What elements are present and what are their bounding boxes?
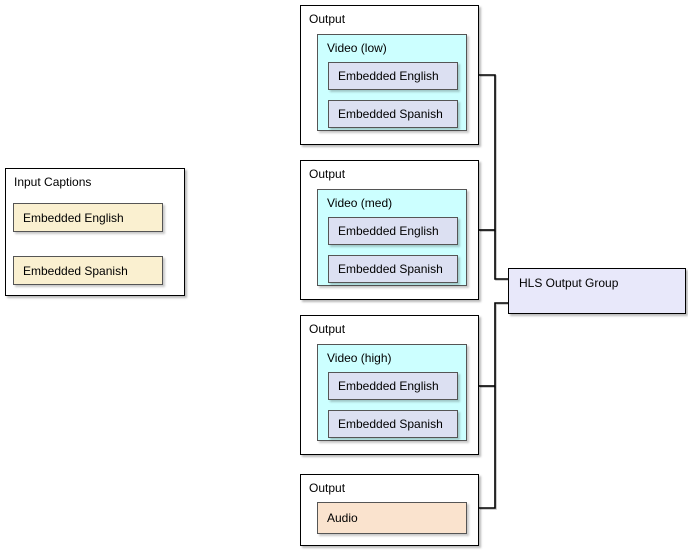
caption-item-embedded-english: Embedded English bbox=[328, 217, 458, 245]
input-captions-group: Input Captions Embedded English Embedded… bbox=[5, 168, 185, 296]
caption-item-embedded-spanish: Embedded Spanish bbox=[328, 410, 458, 438]
hls-output-group-box: HLS Output Group bbox=[508, 268, 686, 314]
video-med-label: Video (med) bbox=[327, 196, 393, 210]
audio-stream: Audio bbox=[317, 502, 467, 534]
video-med-stream: Video (med) Embedded English Embedded Sp… bbox=[317, 189, 467, 286]
video-high-stream: Video (high) Embedded English Embedded S… bbox=[317, 344, 467, 441]
video-low-label: Video (low) bbox=[327, 41, 387, 55]
caption-item-embedded-spanish: Embedded Spanish bbox=[328, 100, 458, 128]
connector-audio-to-hls bbox=[479, 302, 508, 509]
output-box-video-med: Output Video (med) Embedded English Embe… bbox=[300, 160, 479, 300]
output-box-video-high: Output Video (high) Embedded English Emb… bbox=[300, 315, 479, 455]
input-caption-embedded-spanish: Embedded Spanish bbox=[13, 256, 163, 285]
caption-item-embedded-english: Embedded English bbox=[328, 372, 458, 400]
output-box-video-low: Output Video (low) Embedded English Embe… bbox=[300, 5, 479, 145]
caption-item-embedded-spanish: Embedded Spanish bbox=[328, 255, 458, 283]
video-high-label: Video (high) bbox=[327, 351, 392, 365]
output-title: Output bbox=[309, 322, 346, 336]
output-box-audio: Output Audio bbox=[300, 474, 479, 546]
video-low-stream: Video (low) Embedded English Embedded Sp… bbox=[317, 34, 467, 131]
output-title: Output bbox=[309, 481, 346, 495]
output-title: Output bbox=[309, 12, 346, 26]
input-caption-embedded-english: Embedded English bbox=[13, 203, 163, 232]
connector-video-low-to-hls bbox=[479, 74, 508, 280]
caption-item-embedded-english: Embedded English bbox=[328, 62, 458, 90]
output-title: Output bbox=[309, 167, 346, 181]
hls-output-group-label: HLS Output Group bbox=[519, 276, 619, 290]
input-captions-title: Input Captions bbox=[14, 175, 92, 189]
